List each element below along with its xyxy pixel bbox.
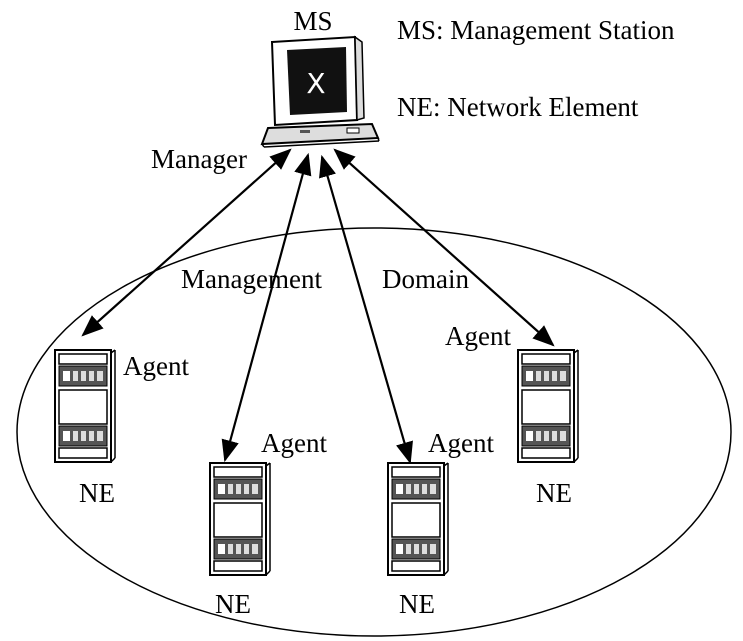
screen-symbol: X <box>306 67 325 100</box>
domain-label-management: Management <box>181 264 322 294</box>
computer-monitor-icon: X <box>260 35 380 148</box>
connection-arrows <box>81 148 555 465</box>
server-rack-icon <box>387 462 449 576</box>
connection-arrow-ne-2 <box>221 152 312 463</box>
legend-ne: NE: Network Element <box>397 92 639 122</box>
domain-label-domain: Domain <box>382 264 469 294</box>
legend-ms: MS: Management Station <box>397 15 675 45</box>
ne-label-4: NE <box>536 478 572 508</box>
station-label: MS <box>293 6 332 36</box>
agent-label-1: Agent <box>123 351 189 381</box>
agent-label-3: Agent <box>428 428 494 458</box>
connection-arrow-ne-3 <box>319 154 413 465</box>
agent-label-2: Agent <box>261 428 327 458</box>
server-rack-icon <box>517 349 579 463</box>
agent-label-4: Agent <box>445 321 511 351</box>
ne-label-2: NE <box>215 589 251 619</box>
manager-label: Manager <box>151 144 247 174</box>
management-domain-boundary <box>16 227 732 637</box>
server-rack-icon <box>54 349 116 463</box>
connection-arrow-ne-4 <box>333 148 555 347</box>
server-rack-icon <box>209 462 271 576</box>
ne-label-1: NE <box>79 478 115 508</box>
ne-label-3: NE <box>399 589 435 619</box>
connection-arrow-ne-1 <box>81 148 292 337</box>
